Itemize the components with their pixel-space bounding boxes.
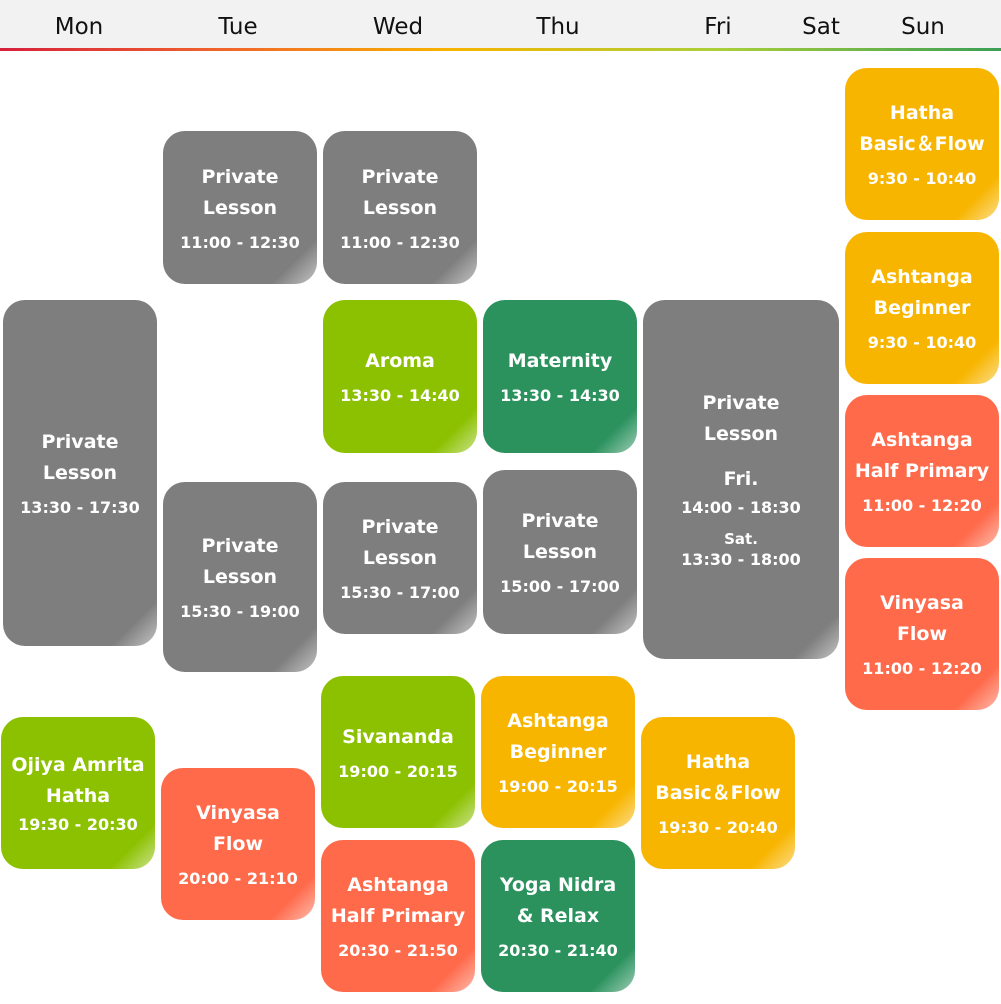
class-name-line2: Lesson (202, 196, 278, 219)
class-time: 15:30 - 19:00 (180, 602, 300, 621)
class-time: 20:00 - 21:10 (178, 869, 298, 888)
class-name: Ashtanga (871, 266, 973, 288)
class-card-mon-private-lesson[interactable]: Private Lesson 13:30 - 17:30 (3, 300, 157, 646)
class-time: 19:30 - 20:40 (658, 818, 778, 837)
class-card-sun-hatha-basic-flow[interactable]: Hatha Basic＆Flow 9:30 - 10:40 (845, 68, 999, 220)
class-card-wed-sivananda[interactable]: Sivananda 19:00 - 20:15 (321, 676, 475, 828)
class-card-sun-ashtanga-half-primary[interactable]: Ashtanga Half Primary 11:00 - 12:20 (845, 395, 999, 547)
class-name-line2: Hatha (45, 785, 111, 807)
class-name: Ashtanga (347, 874, 449, 896)
class-time: 11:00 - 12:30 (340, 232, 460, 252)
class-time: 9:30 - 10:40 (867, 169, 977, 188)
class-name-line2: Lesson (522, 541, 598, 563)
class-time: 15:30 - 17:00 (340, 583, 460, 602)
class-time: 19:00 - 20:15 (498, 777, 618, 796)
class-name: Private (41, 431, 119, 453)
class-time: 20:30 - 21:50 (338, 941, 458, 960)
class-time: 11:00 - 12:20 (862, 496, 982, 515)
class-card-wed-aroma[interactable]: Aroma 13:30 - 14:40 (323, 300, 477, 453)
class-name: Private (361, 516, 439, 538)
class-name-line2: Beginner (873, 297, 971, 319)
day-fri: Fri (704, 14, 732, 40)
class-card-thu-private-lesson-pm[interactable]: Private Lesson 15:00 - 17:00 (483, 470, 637, 634)
class-name-line2: Half Primary (854, 460, 990, 482)
class-name: Vinyasa (196, 802, 280, 824)
class-time: 20:30 - 21:40 (498, 941, 618, 960)
class-time: 13:30 - 14:30 (500, 386, 620, 405)
class-name-line2: Half Primary (330, 905, 466, 927)
sat-day-label: Sat. (724, 530, 758, 548)
class-time: 11:00 - 12:30 (180, 232, 300, 252)
class-name: Yoga Nidra (499, 874, 617, 896)
class-name-line2: Flow (212, 833, 264, 855)
class-card-wed-ashtanga-half-primary[interactable]: Ashtanga Half Primary 20:30 - 21:50 (321, 840, 475, 992)
class-card-thu-maternity[interactable]: Maternity 13:30 - 14:30 (483, 300, 637, 453)
class-card-mon-ojiya-amrita-hatha[interactable]: Ojiya Amrita Hatha 19:30 - 20:30 (1, 717, 155, 869)
day-sat: Sat (802, 14, 840, 40)
class-card-tue-private-lesson-pm[interactable]: Private Lesson 15:30 - 19:00 (163, 482, 317, 672)
class-time: 19:00 - 20:15 (338, 761, 458, 781)
class-card-sun-vinyasa-flow[interactable]: Vinyasa Flow 11:00 - 12:20 (845, 558, 999, 710)
class-name-line2: Lesson (202, 566, 278, 588)
class-name: Hatha (685, 751, 751, 773)
class-name: Private (702, 392, 780, 414)
class-time: 13:30 - 17:30 (20, 498, 140, 517)
class-name-line2: Flow (896, 623, 948, 645)
class-name-line2: Lesson (42, 462, 118, 484)
class-card-thu-yoga-nidra-relax[interactable]: Yoga Nidra & Relax 20:30 - 21:40 (481, 840, 635, 992)
day-sun: Sun (901, 14, 945, 40)
weekday-header: Mon Tue Wed Thu Fri Sat Sun (0, 0, 1001, 48)
class-name: Private (521, 510, 599, 532)
class-card-wed-private-lesson-am[interactable]: Private Lesson 11:00 - 12:30 (323, 131, 477, 284)
class-name-line2: Lesson (362, 196, 438, 219)
class-name-line2: Lesson (362, 547, 438, 569)
class-name-line2: Beginner (509, 741, 607, 763)
class-card-sun-ashtanga-beginner[interactable]: Ashtanga Beginner 9:30 - 10:40 (845, 232, 999, 384)
class-time: 15:00 - 17:00 (500, 577, 620, 596)
class-name: Private (201, 535, 279, 557)
day-tue: Tue (218, 14, 258, 40)
day-mon: Mon (54, 14, 104, 40)
class-card-tue-private-lesson-am[interactable]: Private Lesson 11:00 - 12:30 (163, 131, 317, 284)
class-name: Aroma (365, 350, 435, 372)
class-name: Ashtanga (507, 710, 609, 732)
class-name: Private (361, 165, 439, 188)
class-card-wed-private-lesson-pm[interactable]: Private Lesson 15:30 - 17:00 (323, 482, 477, 634)
class-time: 9:30 - 10:40 (867, 333, 977, 352)
sat-time: 13:30 - 18:00 (681, 550, 801, 569)
class-time: 11:00 - 12:20 (862, 659, 982, 678)
class-name: Ashtanga (871, 429, 973, 451)
class-name: Private (201, 165, 279, 188)
class-card-fri-hatha-basic-flow[interactable]: Hatha Basic＆Flow 19:30 - 20:40 (641, 717, 795, 869)
class-name-line2: Basic＆Flow (655, 782, 781, 804)
class-card-fri-sat-private-lesson[interactable]: Private Lesson Fri. 14:00 - 18:30 Sat. 1… (643, 300, 839, 659)
day-wed: Wed (372, 14, 424, 40)
class-card-tue-vinyasa-flow[interactable]: Vinyasa Flow 20:00 - 21:10 (161, 768, 315, 920)
fri-time: 14:00 - 18:30 (681, 498, 801, 517)
class-name-line2: & Relax (516, 905, 600, 927)
class-name: Sivananda (342, 725, 454, 748)
class-card-thu-ashtanga-beginner[interactable]: Ashtanga Beginner 19:00 - 20:15 (481, 676, 635, 828)
class-name-line2: Basic＆Flow (859, 133, 985, 155)
class-name: Maternity (507, 350, 613, 372)
class-time: 19:30 - 20:30 (18, 815, 138, 834)
class-name: Hatha (889, 102, 955, 124)
class-time: 13:30 - 14:40 (340, 386, 460, 405)
class-name: Ojiya Amrita (11, 754, 145, 776)
class-name-line2: Lesson (703, 423, 779, 445)
day-thu: Thu (536, 14, 580, 40)
fri-day-label: Fri. (723, 468, 759, 490)
header-gradient-rule (0, 48, 1001, 51)
class-name: Vinyasa (880, 592, 964, 614)
